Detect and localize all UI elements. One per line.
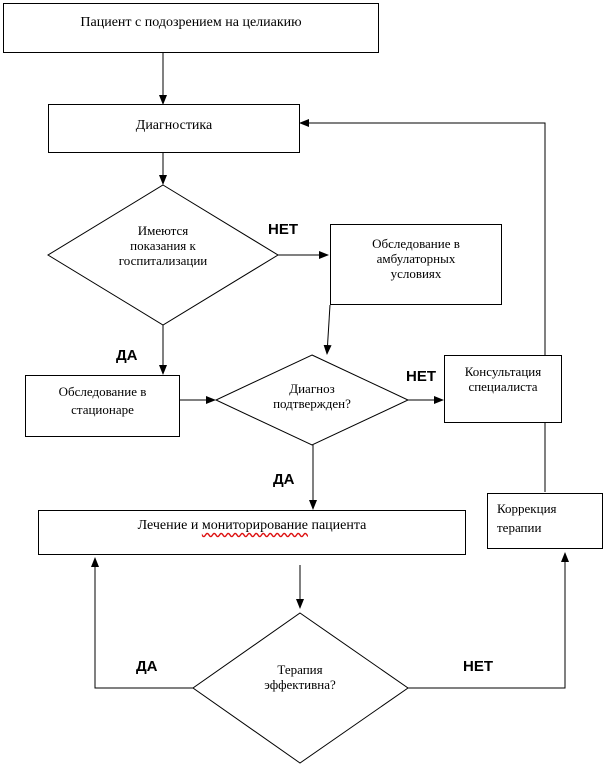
treatment-label: Лечение и мониторирование пациента — [38, 518, 466, 533]
correction-line-2: терапии — [497, 520, 542, 535]
hospitalization-line-3: госпитализации — [118, 253, 208, 268]
treatment-prefix: Лечение и — [137, 518, 202, 533]
therapy-decision — [192, 612, 409, 764]
diagnosis-no-label: НЕТ — [406, 368, 436, 385]
hospitalization-line-2: показания к — [130, 238, 196, 253]
diagnosis-decision — [214, 354, 410, 446]
outpatient-label: Обследование в амбулаторных условиях — [330, 236, 502, 281]
outpatient-line-3: условиях — [390, 266, 442, 281]
inpatient-box — [25, 375, 180, 437]
therapy-line-1: Терапия — [277, 662, 323, 677]
outpatient-box — [330, 224, 502, 305]
hospitalization-no-label: НЕТ — [268, 221, 298, 238]
correction-line-1: Коррекция — [497, 501, 557, 516]
outpatient-line-2: амбулаторных — [376, 251, 456, 266]
treatment-box — [38, 510, 466, 555]
edge-therapy-no — [408, 552, 569, 689]
hospitalization-label: Имеются показания к госпитализации — [103, 223, 223, 268]
outpatient-line-1: Обследование в — [372, 236, 460, 251]
inpatient-line-1: Обследование в — [58, 384, 147, 399]
therapy-no-label: НЕТ — [463, 658, 493, 675]
edge-therapy-yes — [91, 557, 193, 689]
diagnosis-line-1: Диагноз — [289, 381, 335, 396]
therapy-label: Терапия эффективна? — [240, 662, 360, 692]
hospitalization-yes-label: ДА — [116, 347, 138, 364]
correction-box — [487, 493, 603, 549]
patient-box — [3, 3, 379, 53]
edge-correction-to-diagnostics — [299, 119, 546, 492]
treatment-underlined-word: мониторирование — [201, 518, 308, 533]
inpatient-line-2: стационаре — [71, 402, 134, 417]
specialist-line-1: Консультация — [464, 364, 542, 379]
diagnosis-yes-label: ДА — [273, 471, 295, 488]
therapy-yes-label: ДА — [136, 658, 158, 675]
treatment-suffix: пациента — [307, 518, 367, 533]
diagnosis-line-2: подтвержден? — [273, 396, 351, 411]
edge-outpatient-to-diagnosis — [323, 304, 332, 355]
specialist-label: Консультация специалиста — [444, 364, 562, 394]
diagnosis-label: Диагноз подтвержден? — [252, 381, 372, 411]
therapy-line-2: эффективна? — [264, 677, 336, 692]
correction-label: Коррекция терапии — [497, 501, 597, 535]
inpatient-label: Обследование в стационаре — [25, 384, 180, 417]
diagnostics-label: Диагностика — [135, 118, 213, 133]
specialist-box — [444, 355, 562, 423]
specialist-line-2: специалиста — [468, 379, 538, 394]
patient-label: Пациент с подозрением на целиакию — [80, 15, 302, 30]
diagnostics-box — [48, 104, 300, 153]
hospitalization-line-1: Имеются — [137, 223, 189, 238]
